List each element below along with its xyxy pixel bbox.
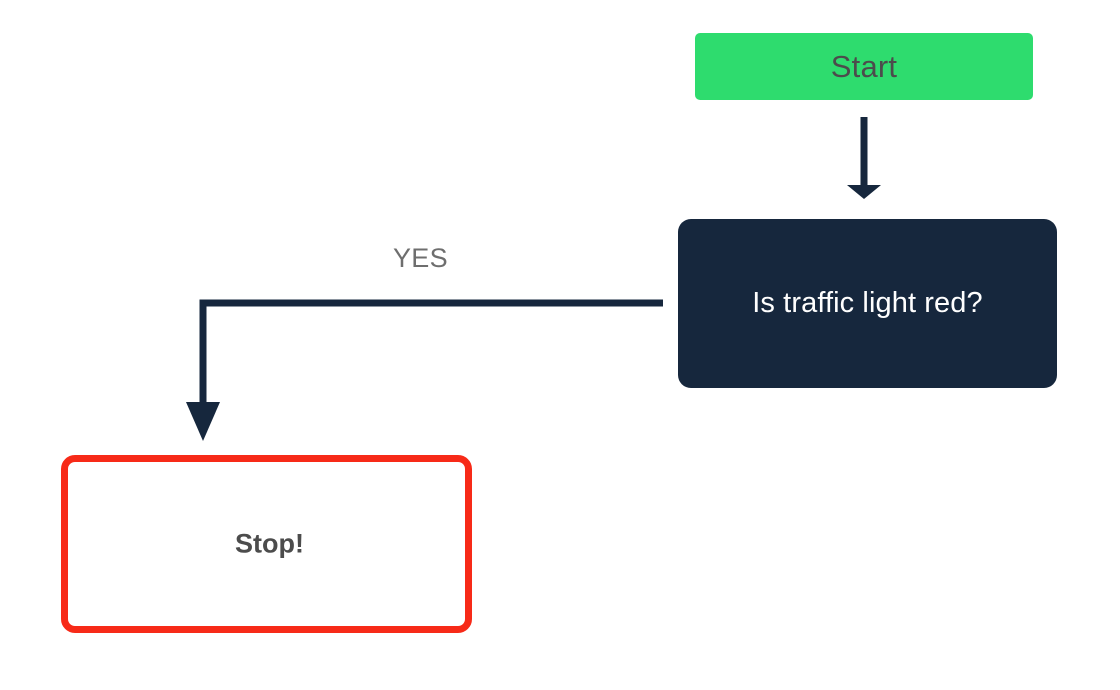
arrowhead-decision-to-stop	[186, 402, 220, 441]
node-decision-label: Is traffic light red?	[752, 287, 983, 319]
node-start[interactable]: Start	[695, 33, 1033, 100]
edge-label-yes: YES	[393, 243, 448, 273]
node-stop-label: Stop!	[235, 528, 304, 559]
node-start-label: Start	[830, 49, 898, 84]
node-decision-traffic-light[interactable]: Is traffic light red?	[678, 219, 1057, 388]
edge-start-to-decision	[847, 117, 881, 199]
node-stop[interactable]: Stop!	[61, 455, 472, 633]
edge-decision-to-stop	[186, 299, 663, 441]
arrowhead-start-to-decision	[847, 185, 881, 199]
edge-line-decision-to-stop	[199, 299, 663, 404]
